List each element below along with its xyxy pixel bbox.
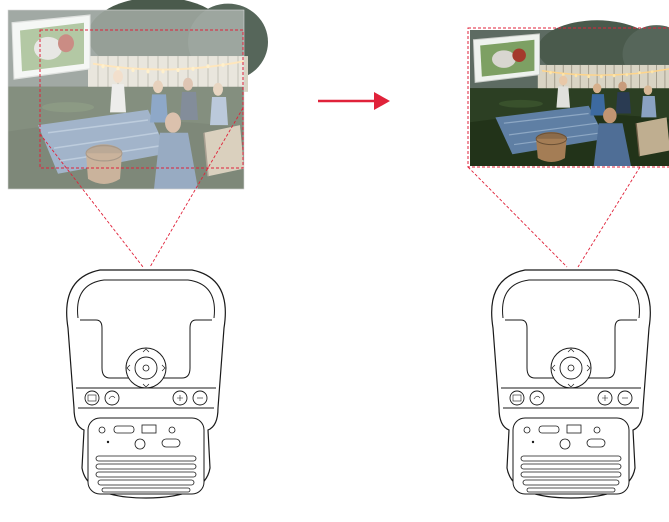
after-photo [470,20,669,166]
before-photo [8,0,268,189]
after-panel [468,20,669,267]
after-projection-beam [468,167,640,267]
arrow-right-icon [318,92,390,110]
projector-left [67,270,226,498]
before-panel [8,0,268,267]
projector-right [492,270,651,498]
